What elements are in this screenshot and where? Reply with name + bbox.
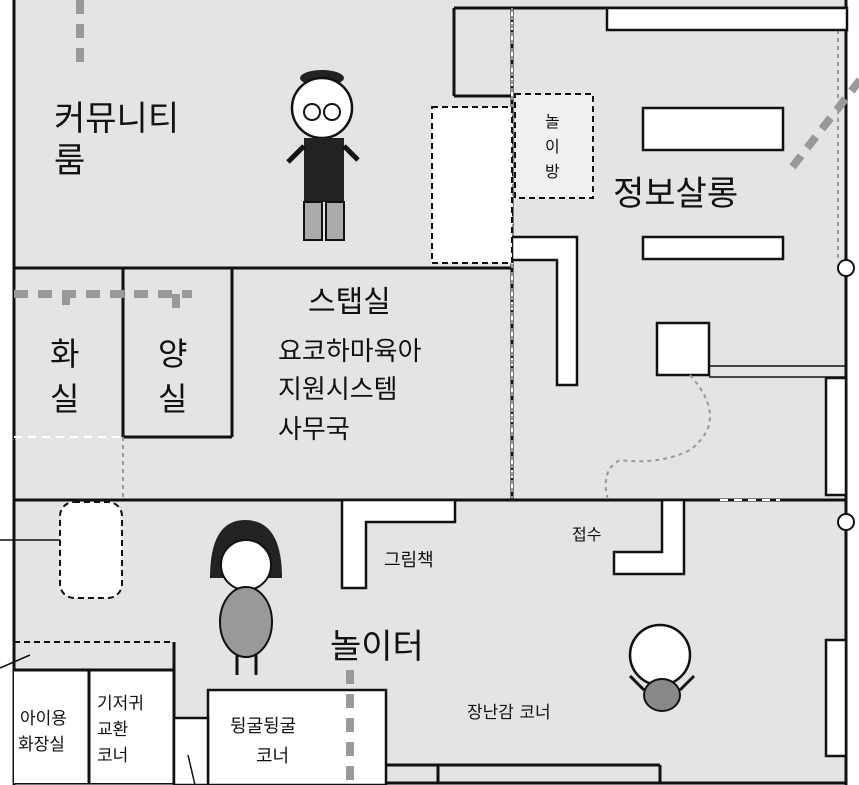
route-salon — [786, 77, 859, 173]
grandfather-icon — [286, 70, 360, 241]
diaper-label-3: 코너 — [97, 746, 128, 766]
community-label-1: 커뮤니티 — [54, 99, 179, 139]
salon-table-upper — [641, 106, 785, 152]
western-room-label-2: 실 — [158, 380, 187, 418]
picture-books-label: 그림책 — [384, 550, 434, 571]
salon-label: 정보살롱 — [613, 174, 738, 214]
diaper-label-1: 기저귀 — [97, 694, 144, 714]
picture-book-shelf — [340, 498, 457, 590]
western-room-label-1: 양 — [158, 335, 187, 373]
diaper-label-2: 교환 — [97, 720, 128, 740]
shelf-top — [605, 6, 849, 32]
right-shelf-bottom — [824, 638, 848, 758]
salon-table-small — [655, 321, 711, 377]
play-area-label: 놀이터 — [330, 627, 424, 667]
kids-toilet-label-2: 화장실 — [18, 735, 65, 755]
toy-corner-label: 장난감 코너 — [467, 703, 551, 723]
playroom-label-2: 이 — [545, 137, 560, 156]
staff-room-title: 스탭실 — [308, 285, 391, 320]
baby-icon — [628, 623, 696, 712]
rolling-corner-label-2: 코너 — [256, 746, 289, 767]
staff-room-line-3: 사무국 — [278, 415, 350, 445]
reception-counter — [612, 498, 686, 576]
salon-table-lower — [641, 235, 785, 261]
rolling-corner-label-1: 뒹굴뒹굴 — [230, 716, 296, 737]
dashed-partition — [431, 106, 513, 264]
playroom-label-1: 놀 — [545, 112, 560, 131]
japanese-room-label-1: 화 — [50, 335, 79, 373]
bottom-step — [172, 716, 210, 785]
salon-shelf-right — [824, 376, 848, 497]
route-reception — [604, 374, 711, 501]
japanese-room-label-2: 실 — [50, 380, 79, 418]
door-hinge-top — [837, 259, 855, 277]
kids-toilet-label-1: 아이용 — [20, 709, 67, 729]
door-hinge-mid — [837, 513, 855, 531]
staff-room-line-1: 요코하마육아 — [278, 337, 422, 367]
girl-icon — [210, 520, 282, 675]
rolling-corner-area — [206, 688, 388, 785]
reception-label: 접수 — [572, 525, 601, 544]
toilet-pot — [59, 501, 123, 599]
playroom-area — [514, 93, 594, 199]
staff-room-line-2: 지원시스템 — [278, 375, 398, 405]
community-label-2: 룸 — [54, 141, 85, 181]
playroom-label-3: 방 — [545, 162, 560, 181]
